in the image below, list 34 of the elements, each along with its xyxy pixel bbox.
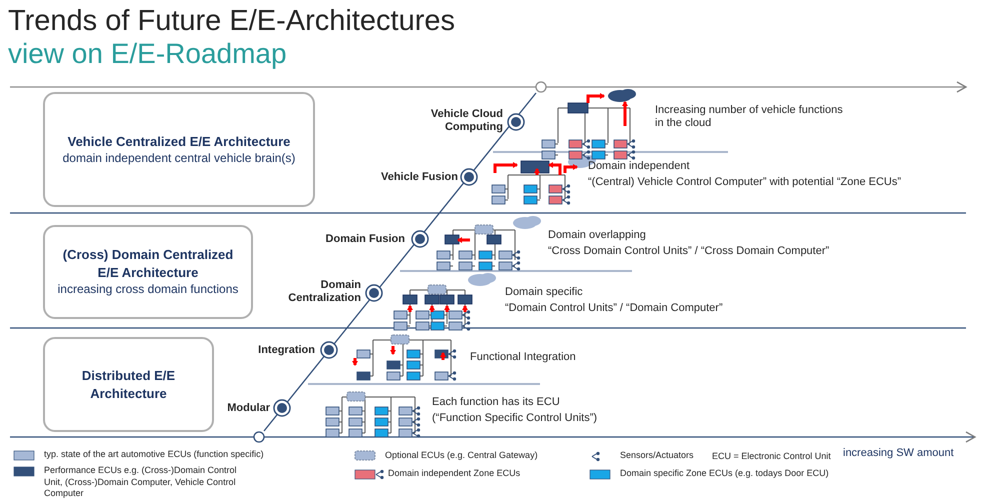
stage-description: Each function has its ECU [432,396,560,410]
abbreviation-note: ECU = Electronic Control Unit [712,451,831,462]
stage-label: Domain Centralization [287,279,361,306]
legend-text: typ. state of the art automotive ECUs (function specific) [44,449,264,461]
stage-label: Vehicle Cloud Computing [430,108,503,134]
box-heading: Vehicle Centralized E/E Architecture [68,132,290,150]
stage-label: Integration [257,344,315,358]
box-heading: Distributed E/E Architecture [80,366,176,402]
legend-text: Performance ECUs e.g. (Cross-)Domain Control Unit, (Cross-)Domain Computer, Vehicle Control Computer [44,465,238,499]
stage-description: Domain specific [505,286,583,300]
box-heading: (Cross) Domain Centralized E/E Architecture [62,246,234,282]
stage-description: “Cross Domain Control Units” / “Cross Domain Computer” [548,245,830,258]
legend-text: Domain independent Zone ECUs [388,468,520,480]
legend-text: Sensors/Actuators [620,450,694,462]
stage-label: Domain Fusion [324,233,405,246]
stage-description: Domain overlapping [548,229,646,242]
legend-text: Optional ECUs (e.g. Central Gateway) [385,450,538,462]
stage-label: Modular [226,402,270,416]
architecture-box [43,225,253,319]
stage-description: “Domain Control Units” / “Domain Computer” [505,302,723,316]
axis-label: increasing SW amount [843,447,954,460]
stage-description: “(Central) Vehicle Control Computer” with potential “Zone ECUs” [588,176,902,190]
architecture-box [43,337,214,432]
box-text: increasing cross domain functions [58,281,238,298]
subtitle: view on E/E-Roadmap [8,37,287,71]
stage-label: Vehicle Fusion [380,171,458,184]
stage-description: Increasing number of vehicle functions in the cloud [655,104,844,130]
stage-description: Functional Integration [470,351,576,364]
title: Trends of Future E/E-Architectures [8,4,455,39]
architecture-box [43,92,315,207]
legend-text: Domain specific Zone ECUs (e.g. todays Door ECU) [620,468,829,480]
stage-description: Domain independent [588,160,690,174]
stage-description: (“Function Specific Control Units”) [432,412,598,426]
box-text: domain independent central vehicle brain(s) [62,150,296,166]
